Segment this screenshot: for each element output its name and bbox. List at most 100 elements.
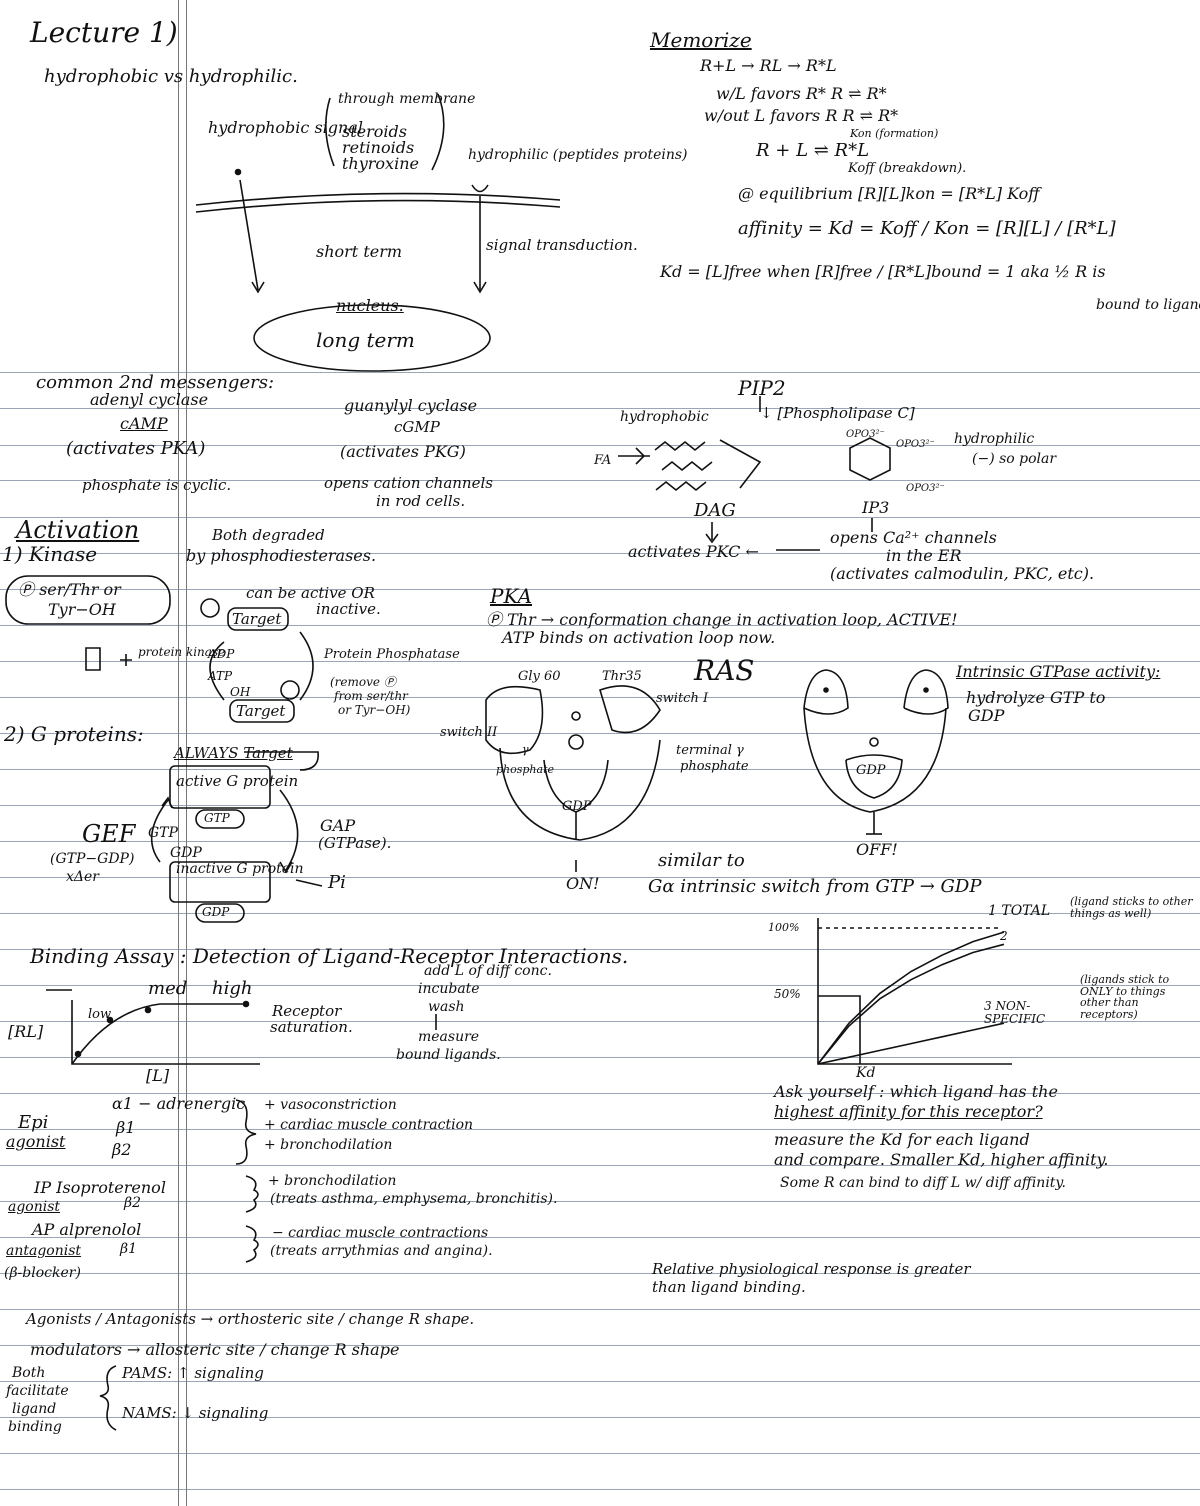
terminal-phosphate: phosphate (680, 759, 749, 774)
binding-heading: Binding Assay : Detection of Ligand-Rece… (30, 944, 629, 968)
phospholipase-c: ↓ [Phospholipase C] (760, 404, 915, 422)
similar-to: similar to (658, 850, 745, 871)
gproteins-heading: 2) G proteins: (4, 722, 144, 746)
ap-alprenolol: AP alprenolol (32, 1220, 142, 1239)
gap-label: GAP (320, 816, 356, 835)
opens-ca: opens Ca²⁺ channels (830, 528, 997, 547)
equilibrium-line: @ equilibrium [R][L]kon = [R*L] Koff (738, 184, 1040, 203)
ask-line6: Relative physiological response is great… (652, 1260, 971, 1278)
high-label: high (212, 978, 253, 999)
graph-two: 2 (1000, 929, 1008, 943)
graph-nonspecific: 3 NON- SPECIFIC (984, 999, 1046, 1026)
second-messengers-heading: common 2nd messengers: (36, 372, 275, 393)
ras-gdp-left: GDP (562, 799, 592, 814)
protein-kinase: protein kinase (138, 645, 226, 659)
cgmp-label: cGMP (394, 418, 440, 436)
kon-note: Kon (formation) (850, 127, 939, 140)
ip-agonist: agonist (8, 1199, 61, 1215)
galpha-line: Gα intrinsic switch from GTP → GDP (648, 876, 982, 897)
long-term-label: long term (316, 328, 415, 352)
bronchodilation: + bronchodilation (264, 1137, 393, 1153)
graph-nonspecific-note: (ligands stick to ONLY to things other t… (1080, 973, 1170, 1021)
gtp-label: GTP (148, 825, 178, 841)
incubate-label: incubate (418, 981, 480, 997)
always-target: ALWAYS Target (174, 744, 293, 762)
ask-line7: than ligand binding. (652, 1278, 806, 1296)
ras-on: ON! (566, 874, 600, 893)
graph-y100: 100% (768, 921, 800, 934)
activates-pka: (activates PKA) (66, 438, 206, 459)
modulators-line2: modulators → allosteric site / change R … (30, 1340, 400, 1359)
pip2-hydrophilic: hydrophilic (954, 431, 1035, 447)
vasoconstriction: + vasoconstriction (264, 1097, 397, 1113)
kd-tail: bound to ligand. (1096, 297, 1200, 313)
ip-beta2: β2 (124, 1195, 142, 1211)
switch2-label: switch II (440, 725, 498, 740)
ap-beta1: β1 (120, 1241, 138, 1257)
koff-note: Koff (breakdown). (848, 161, 967, 176)
short-term-label: short term (316, 242, 403, 261)
ras-gdp-right: GDP (856, 763, 886, 778)
epi-agonist: agonist (6, 1132, 66, 1151)
beta1-label: β1 (116, 1118, 136, 1137)
p-ser-thr: Ⓟ ser/Thr or (18, 580, 121, 599)
add-l-label: add L of diff conc. (424, 963, 552, 979)
thyroxine-label: thyroxine (342, 154, 419, 173)
activates-calmodulin: (activates calmodulin, PKC, etc). (830, 564, 1095, 583)
bound-ligands-label: bound ligands. (396, 1047, 501, 1063)
graph-50-line (818, 995, 861, 1064)
ip-treats: (treats asthma, emphysema, bronchitis). (270, 1191, 558, 1207)
ligand-label: ligand (12, 1401, 57, 1417)
target-top: Target (232, 610, 282, 628)
po3-b: OPO3²⁻ (896, 439, 935, 450)
guanylyl-cyclase: guanylyl cyclase (344, 396, 478, 415)
graph-y50: 50% (774, 987, 801, 1001)
oh-label: OH (230, 685, 251, 699)
measure-label: measure (418, 1029, 480, 1045)
atp-label: ATP (208, 669, 233, 683)
gly60-label: Gly 60 (518, 669, 561, 684)
can-be-active: can be active OR (246, 584, 375, 602)
po3-c: OPO3²⁻ (906, 483, 945, 494)
po3-a: OPO3²⁻ (846, 429, 885, 440)
opens-cation: opens cation channels (324, 474, 493, 492)
ip3-label: IP3 (862, 498, 890, 517)
pi-label: Pi (328, 872, 346, 893)
ap-cardiac: − cardiac muscle contractions (272, 1225, 489, 1241)
target-bottom: Target (236, 702, 286, 720)
saturation-label: saturation. (270, 1018, 353, 1036)
pip2-hydrophobic: hydrophobic (620, 409, 709, 425)
memorize-line3: w/out L favors R R ⇌ R* (704, 106, 899, 125)
wash-label: wash (428, 999, 465, 1015)
pip2-heading: PIP2 (738, 376, 786, 400)
facilitate-label: facilitate (6, 1383, 69, 1399)
hydrophilic-label: hydrophilic (peptides proteins) (468, 147, 688, 163)
nams-label: NAMS: ↓ signaling (122, 1404, 269, 1422)
beta-blocker: (β-blocker) (4, 1265, 81, 1281)
beta2-label: β2 (112, 1140, 132, 1159)
l-axis-label: [L] (146, 1066, 170, 1085)
in-rod-cells: in rod cells. (376, 492, 466, 510)
protein-phosphatase: Protein Phosphatase (324, 647, 460, 662)
both-label: Both (12, 1365, 46, 1381)
gtp-pill: GTP (204, 811, 230, 825)
hydrophobic-signal-label: hydrophobic signal (208, 118, 363, 137)
pka-line1: Ⓟ Thr → conformation change in activatio… (486, 610, 958, 629)
kinase-heading: 1) Kinase (2, 542, 98, 566)
gdp-pill: GDP (202, 905, 230, 919)
both-degraded: Both degraded (212, 526, 325, 544)
memorize-heading: Memorize (650, 28, 752, 52)
ask-line5: Some R can bind to diff L w/ diff affini… (780, 1175, 1066, 1191)
memorize-line4: R + L ⇌ R*L (756, 140, 870, 161)
gdp-word: GDP (968, 706, 1005, 725)
tyr-oh: Tyr−OH (48, 600, 116, 619)
camp-label: cAMP (120, 414, 168, 433)
gamma-label: γ (522, 743, 529, 756)
graph-total: 1 TOTAL (988, 903, 1051, 919)
